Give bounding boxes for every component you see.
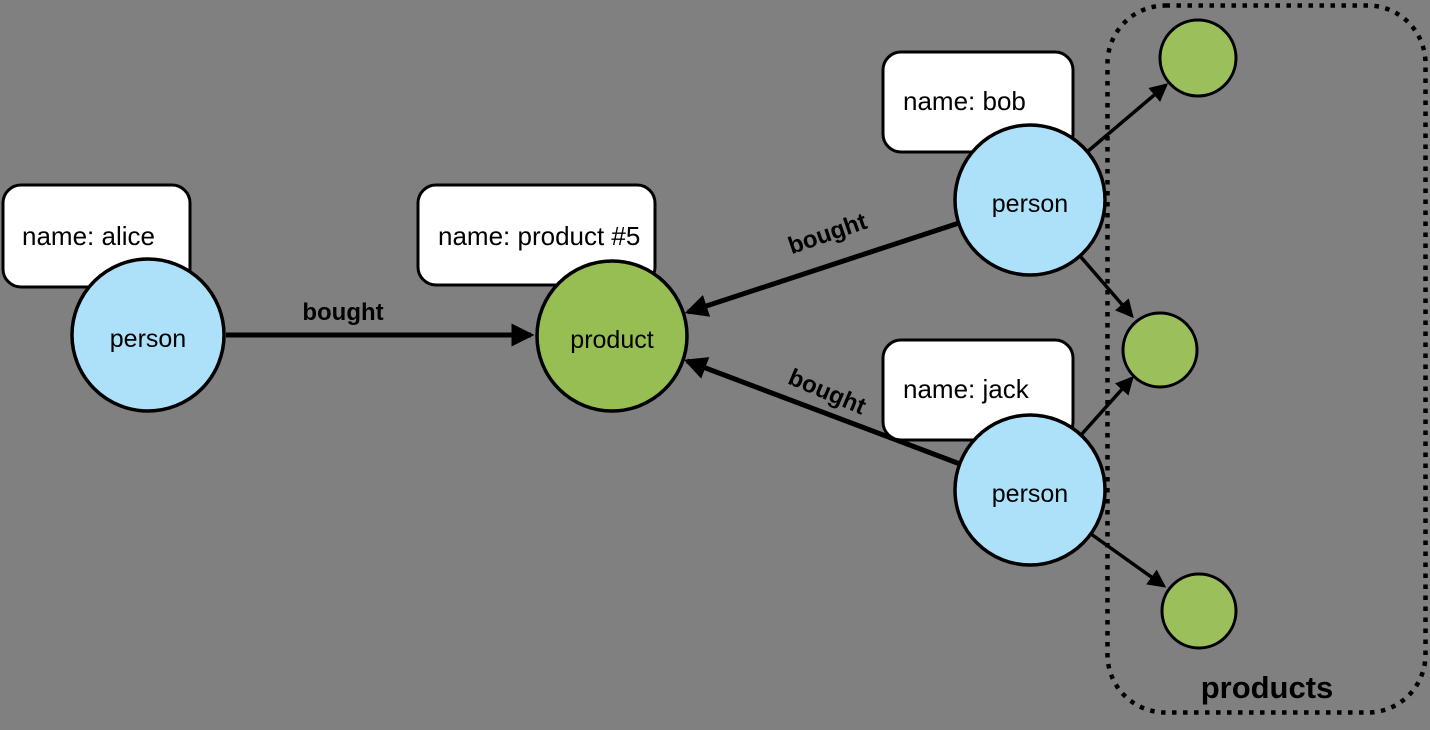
products-group-label: products — [1201, 670, 1334, 705]
alice-bought-label: bought — [302, 299, 383, 326]
bob-property-text: name: bob — [903, 86, 1026, 116]
small-product-node-bottom — [1160, 572, 1238, 650]
alice-property-text: name: alice — [22, 221, 155, 251]
product-property-text: name: product #5 — [438, 221, 640, 251]
alice-node-label: person — [110, 325, 186, 353]
edge-bob-bought-product — [684, 220, 960, 317]
jack-node-label: person — [992, 480, 1068, 508]
edge-jack-bought-product — [683, 357, 961, 467]
product-property-box — [416, 183, 657, 287]
products-group-border — [1105, 3, 1428, 715]
edge-bob-to-product-top — [1085, 83, 1169, 154]
edge-bob-to-product-middle — [1078, 254, 1134, 319]
bob-node-label: person — [992, 190, 1068, 218]
product-node-label: product — [570, 326, 653, 354]
edge-jack-to-product-bottom — [1089, 532, 1167, 588]
person-node-jack — [953, 413, 1107, 567]
person-node-bob — [953, 123, 1107, 277]
product-node — [535, 259, 689, 413]
small-product-node-top — [1158, 18, 1238, 98]
person-node-alice — [70, 257, 226, 413]
small-product-node-middle — [1121, 311, 1199, 389]
edge-jack-to-product-middle — [1079, 375, 1134, 437]
jack-property-text: name: jack — [903, 374, 1030, 404]
